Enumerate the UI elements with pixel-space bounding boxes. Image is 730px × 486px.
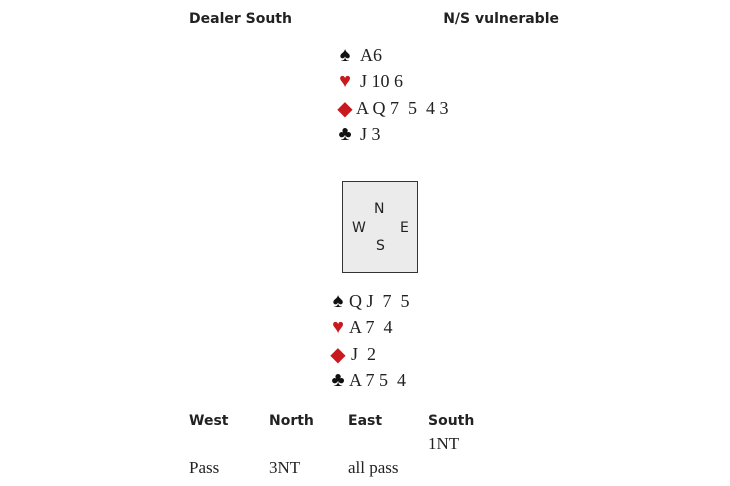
south-hand: ♠Q J 7 5 ♥A 7 4 ◆J 2 ♣A 7 5 4 bbox=[327, 288, 410, 394]
north-diamonds: A Q 7 5 4 3 bbox=[356, 97, 449, 118]
diamond-icon: ◆ bbox=[330, 343, 346, 366]
north-clubs: J 3 bbox=[360, 124, 381, 145]
south-hearts: A 7 4 bbox=[349, 317, 393, 338]
dealer-label: Dealer South bbox=[189, 11, 292, 27]
club-icon: ♣ bbox=[331, 369, 345, 392]
auction-header-north: North bbox=[269, 413, 314, 429]
south-clubs: A 7 5 4 bbox=[349, 370, 407, 391]
south-spades: Q J 7 5 bbox=[349, 290, 410, 311]
diamond-icon: ◆ bbox=[337, 97, 353, 120]
bid-south-1: 1NT bbox=[428, 434, 460, 453]
north-spades: A6 bbox=[360, 44, 382, 65]
auction-header-west: West bbox=[189, 413, 229, 429]
bid-east-1: all pass bbox=[348, 458, 399, 477]
north-hand: ♠ A6 ♥ J 10 6 ◆A Q 7 5 4 3 ♣ J 3 bbox=[334, 42, 449, 148]
south-diamonds: J 2 bbox=[351, 343, 377, 364]
heart-icon: ♥ bbox=[339, 70, 351, 93]
compass-south: S bbox=[376, 238, 385, 254]
vulnerability-label: N/S vulnerable bbox=[443, 11, 559, 27]
compass-west: W bbox=[352, 220, 366, 236]
compass-north: N bbox=[374, 201, 385, 217]
spade-icon: ♠ bbox=[332, 289, 344, 312]
compass-box: N W E S bbox=[342, 181, 418, 273]
north-hearts: J 10 6 bbox=[360, 71, 404, 92]
heart-icon: ♥ bbox=[332, 316, 344, 339]
club-icon: ♣ bbox=[338, 123, 352, 146]
auction-header-east: East bbox=[348, 413, 383, 429]
auction-header-south: South bbox=[428, 413, 475, 429]
bid-west-1: Pass bbox=[189, 458, 220, 477]
bid-north-1: 3NT bbox=[269, 458, 301, 477]
compass-east: E bbox=[400, 220, 409, 236]
spade-icon: ♠ bbox=[339, 43, 351, 66]
